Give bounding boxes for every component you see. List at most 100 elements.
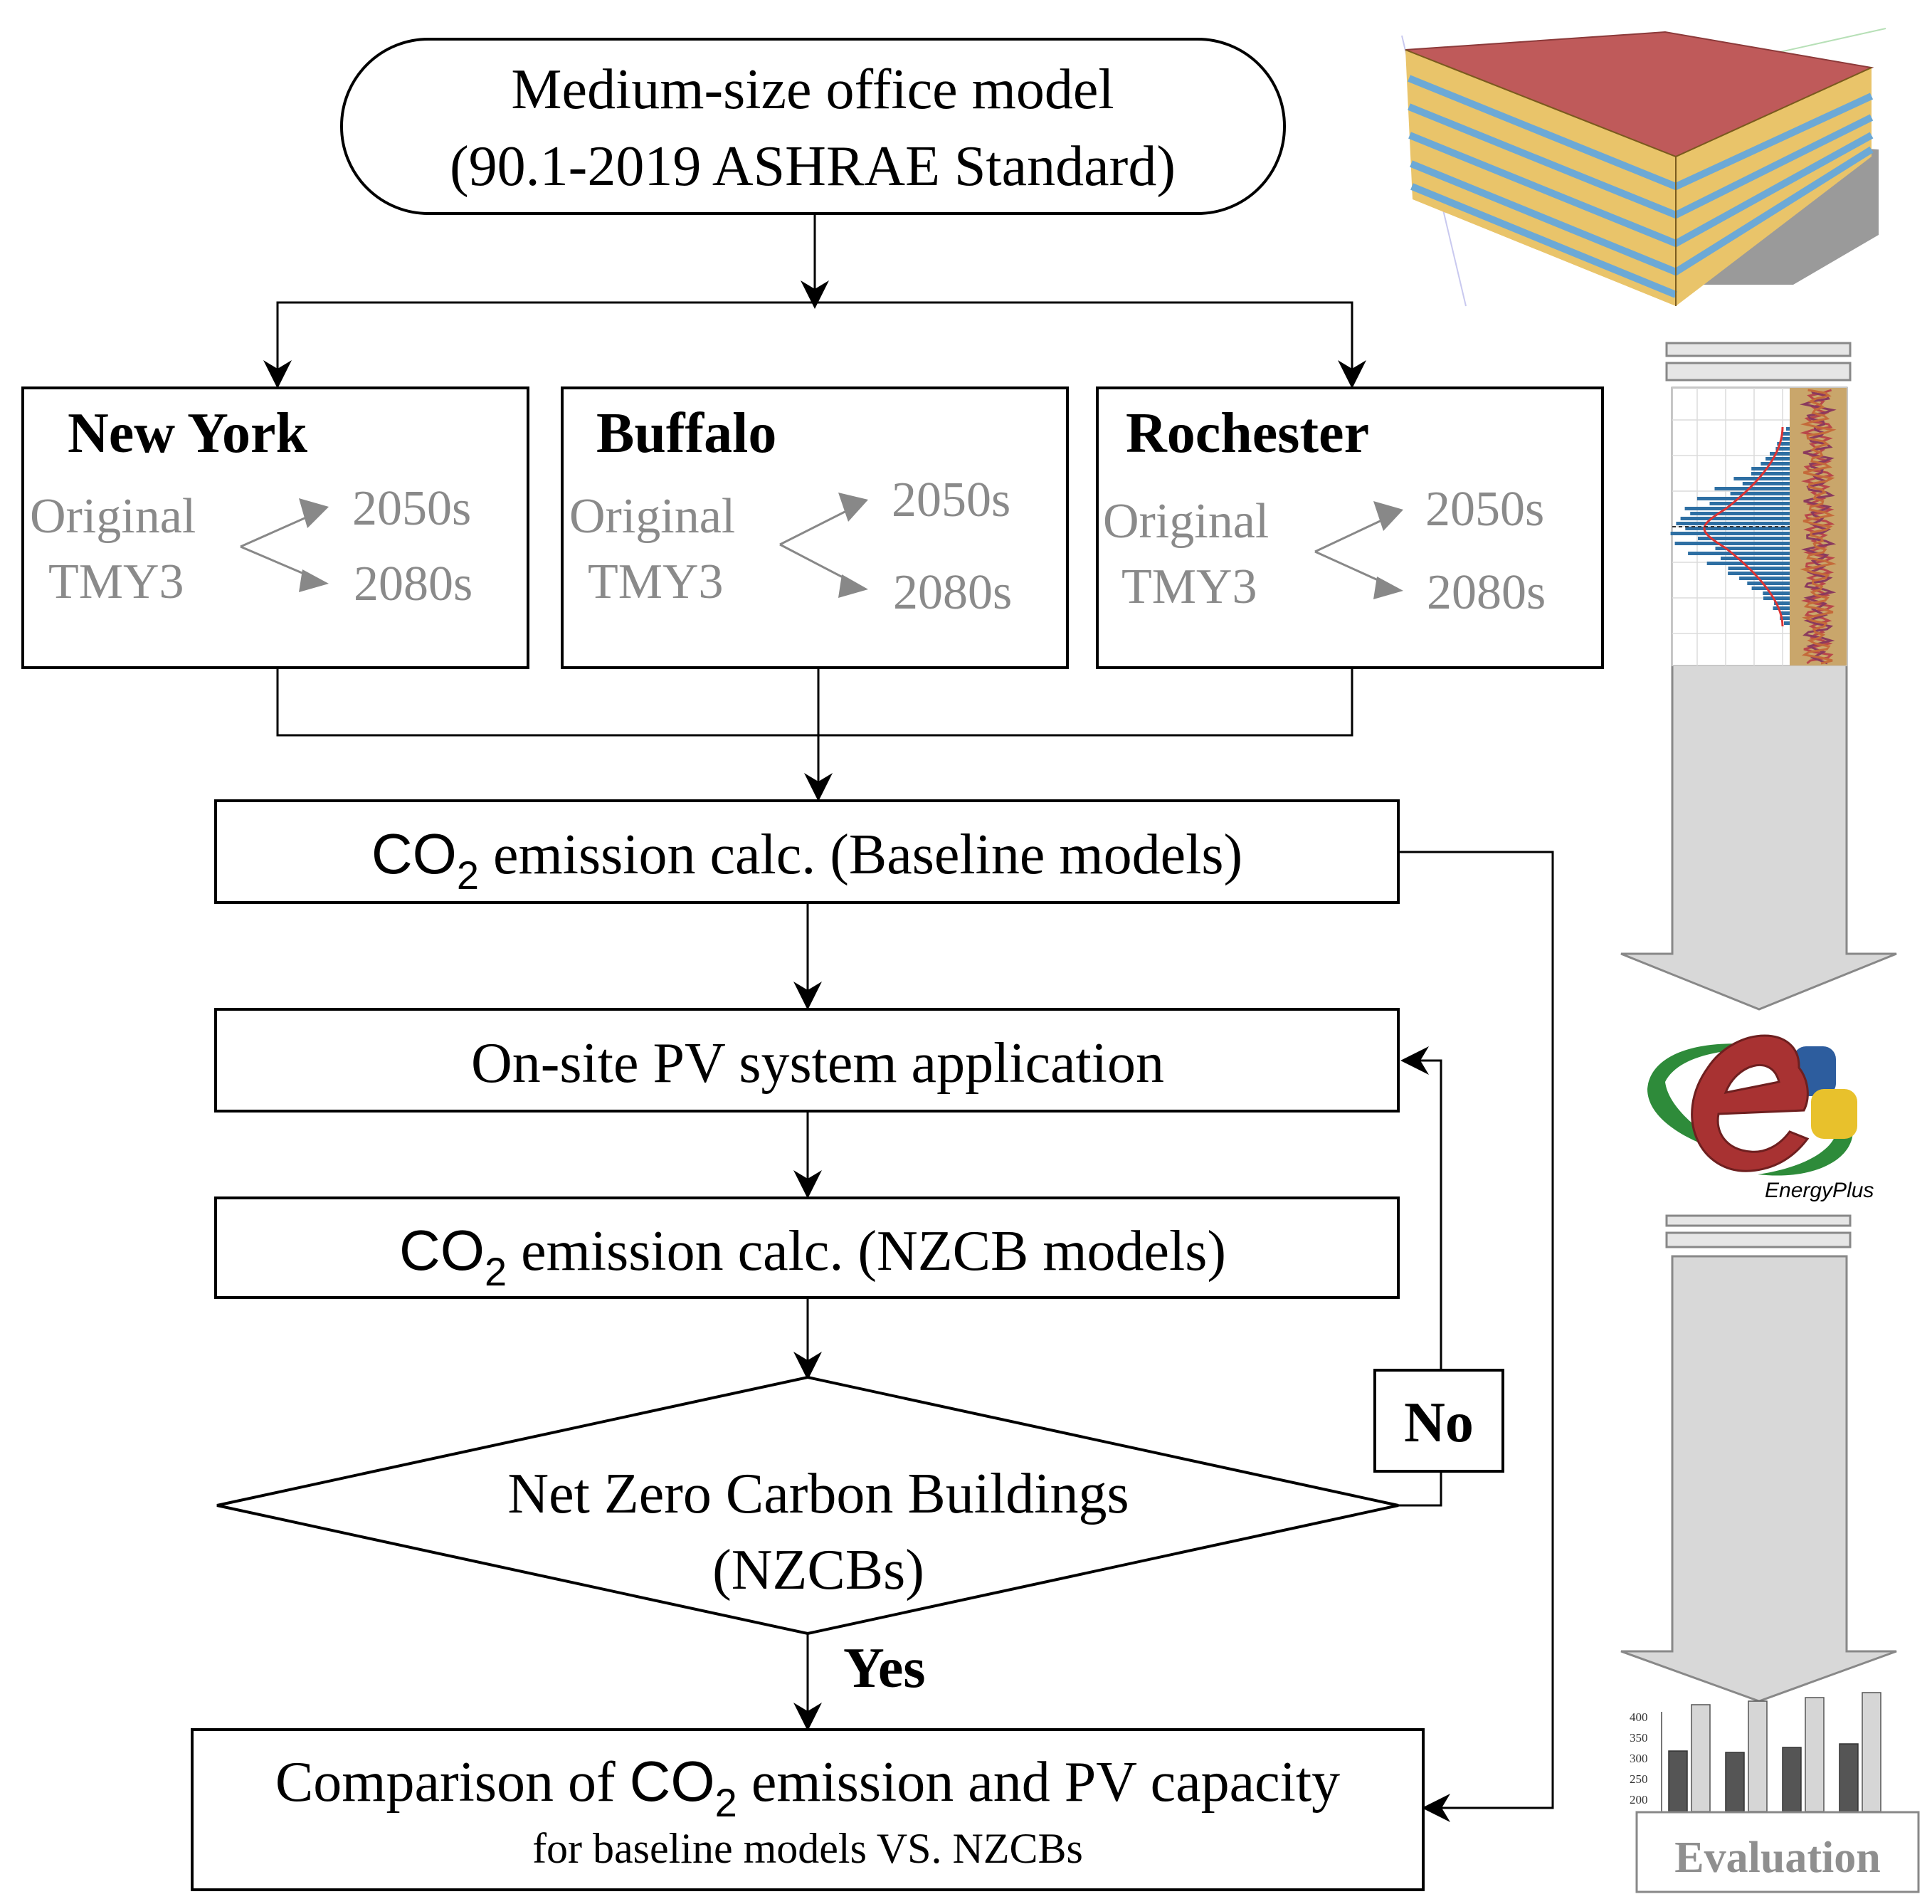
evaluation-tick-label: 350 [1630, 1731, 1648, 1745]
decision-line1: Net Zero Carbon Buildings [507, 1463, 1129, 1525]
start-line2: (90.1-2019 ASHRAE Standard) [450, 135, 1176, 198]
city-name: Buffalo [596, 402, 776, 465]
histogram-bar [1751, 587, 1790, 590]
histogram-bar [1782, 432, 1790, 436]
connector-branch [276, 301, 1353, 388]
process-co2-nzcb: CO2 emission calc. (NZCB models) [214, 1196, 1400, 1299]
histogram-bar [1728, 572, 1790, 575]
evaluation-label: Evaluation [1674, 1834, 1880, 1882]
evaluation-tick-label: 300 [1630, 1752, 1648, 1765]
evaluation-tick-label: 400 [1630, 1710, 1648, 1724]
histogram-bar [1680, 517, 1790, 520]
histogram-bar [1775, 447, 1790, 451]
histogram-bar [1728, 567, 1790, 570]
evaluation-bar-dark [1725, 1752, 1745, 1812]
histogram-bar [1761, 462, 1790, 466]
histogram-bar [1751, 472, 1790, 475]
histogram-bar [1698, 537, 1790, 540]
evaluation-bar-light [1691, 1704, 1711, 1812]
co2-nzcb-label: CO2 emission calc. (NZCB models) [399, 1219, 1226, 1294]
evaluation-chart: 400 350 300 250 200 Evaluation [1630, 1692, 1920, 1893]
energyplus-logo-icon: EnergyPlus [1647, 1034, 1874, 1202]
histogram-bar [1714, 487, 1790, 490]
co2-baseline-label: CO2 emission calc. (Baseline models) [371, 822, 1242, 898]
histogram-bar [1733, 477, 1790, 480]
evaluation-bar-dark [1839, 1743, 1859, 1812]
histogram-bar [1670, 532, 1790, 535]
process-arrow-lower [1620, 1214, 1897, 1703]
histogram-bar [1688, 552, 1790, 555]
arrowhead-icon [299, 498, 329, 592]
city-2080s: 2080s [893, 565, 1012, 620]
no-label: No [1404, 1392, 1474, 1454]
histogram-bar [1742, 482, 1790, 485]
histogram-bar [1706, 562, 1790, 565]
start-line1: Medium-size office model [511, 58, 1114, 121]
histogram-bar [1780, 611, 1790, 615]
connector-no-loop [1398, 1046, 1442, 1507]
city-name: Rochester [1126, 402, 1369, 465]
histogram-bar [1777, 442, 1790, 446]
timeseries-line [1799, 389, 1837, 665]
city-2050s: 2050s [892, 473, 1010, 527]
evaluation-bar-light [1805, 1697, 1825, 1812]
city-box-rochester: Rochester Original TMY3 2050s 2080s [1096, 386, 1604, 669]
histogram-bar [1696, 497, 1790, 500]
histogram-bar [1770, 452, 1790, 456]
result-line1: Comparison of CO2 emission and PV capaci… [275, 1750, 1340, 1825]
histogram-bar [1763, 596, 1790, 600]
histogram-bar [1715, 547, 1790, 550]
start-terminal: Medium-size office model (90.1-2019 ASHR… [340, 38, 1286, 215]
process-pv-application: On-site PV system application [214, 1008, 1400, 1113]
histogram-bar [1690, 512, 1790, 515]
histogram-bar [1709, 502, 1790, 505]
histogram-bar [1784, 621, 1790, 625]
building-model-image [1401, 28, 1886, 307]
histogram-bar [1763, 591, 1790, 595]
result-line2: for baseline models VS. NZCBs [532, 1825, 1083, 1872]
evaluation-tick-label: 200 [1630, 1793, 1648, 1806]
histogram-bar [1685, 527, 1790, 530]
city-name: New York [68, 402, 308, 465]
histogram-bar [1676, 522, 1790, 525]
no-label-box: No [1373, 1369, 1504, 1473]
histogram-bar [1782, 437, 1790, 441]
histogram-bar [1765, 457, 1790, 461]
histogram-bar [1721, 557, 1790, 560]
result-comparison: Comparison of CO2 emission and PV capaci… [191, 1728, 1425, 1891]
arrowhead-icon [838, 493, 868, 598]
timeseries-line [1800, 389, 1837, 665]
pv-application-label: On-site PV system application [471, 1032, 1164, 1095]
city-box-newyork: New York Original TMY3 2050s 2080s [21, 386, 529, 669]
city-tmy3: TMY3 [1121, 559, 1257, 614]
histogram-bar [1730, 492, 1790, 495]
city-tmy3: TMY3 [48, 554, 184, 609]
connector-baseline-to-result [1398, 851, 1554, 1822]
histogram-bar [1747, 582, 1790, 585]
histogram-bar [1751, 467, 1790, 470]
city-original: Original [569, 489, 735, 544]
decision-line2: (NZCBs) [712, 1539, 924, 1601]
city-2050s: 2050s [1425, 482, 1544, 537]
city-box-buffalo: Buffalo Original TMY3 2050s 2080s [561, 386, 1069, 669]
process-co2-baseline: CO2 emission calc. (Baseline models) [214, 799, 1400, 904]
evaluation-bar-dark [1782, 1747, 1802, 1812]
evaluation-bar-dark [1668, 1750, 1688, 1812]
evaluation-bar-light [1862, 1692, 1881, 1812]
city-tmy3: TMY3 [588, 554, 724, 609]
evaluation-tick-label: 250 [1630, 1772, 1648, 1786]
yes-label: Yes [843, 1637, 926, 1700]
city-original: Original [30, 489, 196, 544]
histogram-bar [1774, 601, 1790, 605]
decision-nzcb: Net Zero Carbon Buildings (NZCBs) [216, 1375, 1399, 1636]
histogram-bar [1674, 542, 1790, 545]
city-2080s: 2080s [354, 557, 473, 611]
histogram-bar [1773, 606, 1790, 610]
weather-distribution-chart [1670, 387, 1847, 666]
city-2080s: 2080s [1427, 565, 1546, 620]
evaluation-bar-light [1748, 1700, 1768, 1812]
histogram-bar [1739, 577, 1790, 580]
histogram-bar [1780, 616, 1790, 620]
histogram-bar [1785, 427, 1790, 431]
